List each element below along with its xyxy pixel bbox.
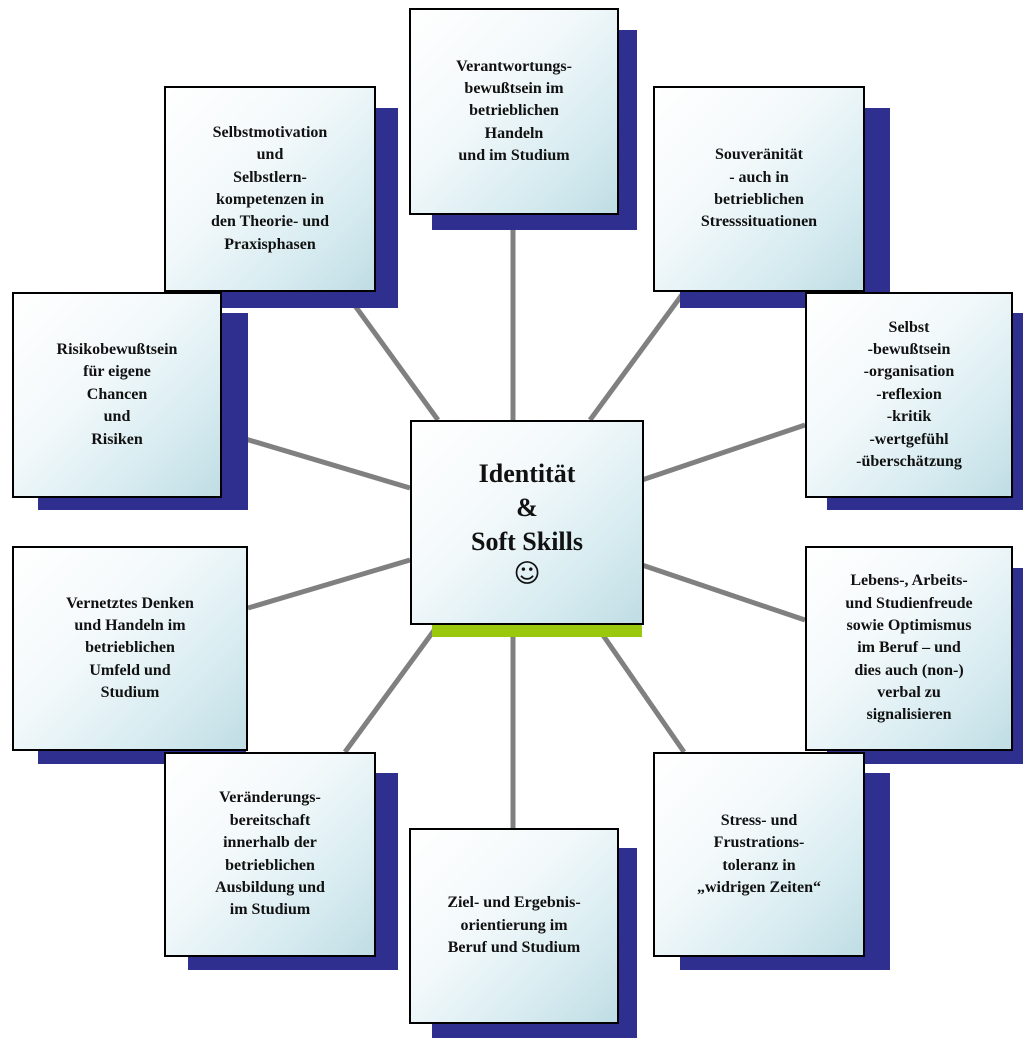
skill-box-bottom-left: Veränderungs- bereitschaft innerhalb der… [164,752,376,957]
skill-label: Ziel- und Ergebnis- orientierung im Beru… [447,894,581,957]
skill-label: Stress- und Frustrations- toleranz in „w… [697,811,821,896]
center-title: Identität & Soft Skills [471,458,583,557]
skill-box-right-lower: Lebens-, Arbeits- und Studienfreude sowi… [805,546,1013,751]
skill-label: Selbst -bewußtsein -organisation -reflex… [856,318,962,470]
skill-box-right-upper: Selbst -bewußtsein -organisation -reflex… [805,292,1013,498]
skill-label: Selbstmotivation und Selbstlern- kompete… [211,123,329,253]
skill-box-top-right: Souveränität - auch in betrieblichen Str… [653,86,865,292]
connector-line [247,557,411,611]
skill-box-bottom: Ziel- und Ergebnis- orientierung im Beru… [409,828,619,1024]
skill-label: Verantwortungs- bewußtsein im betrieblic… [456,57,572,165]
connector-line [342,623,441,754]
skill-box-bottom-right: Stress- und Frustrations- toleranz in „w… [653,752,865,957]
skill-label: Vernetztes Denken und Handeln im betrieb… [66,594,194,702]
skill-label: Lebens-, Arbeits- und Studienfreude sowi… [845,572,973,724]
center-box: Identität & Soft Skills ☺ [410,420,644,625]
skill-label: Risikobewußtsein für eigene Chancen und … [56,341,178,448]
smiley-icon: ☺ [513,558,541,589]
connector-line [641,422,806,483]
skill-box-top-left: Selbstmotivation und Selbstlern- kompete… [164,86,376,292]
connector-line [342,290,441,422]
skill-box-left-upper: Risikobewußtsein für eigene Chancen und … [12,292,222,498]
skill-box-left-lower: Vernetztes Denken und Handeln im betrieb… [12,546,248,751]
connector-line [595,626,687,754]
skill-box-top: Verantwortungs- bewußtsein im betrieblic… [409,8,619,215]
connector-line [587,290,687,422]
connector-line [641,562,806,623]
skill-label: Souveränität - auch in betrieblichen Str… [700,146,818,231]
connector-line [221,429,411,491]
skill-label: Veränderungs- bereitschaft innerhalb der… [215,789,325,919]
